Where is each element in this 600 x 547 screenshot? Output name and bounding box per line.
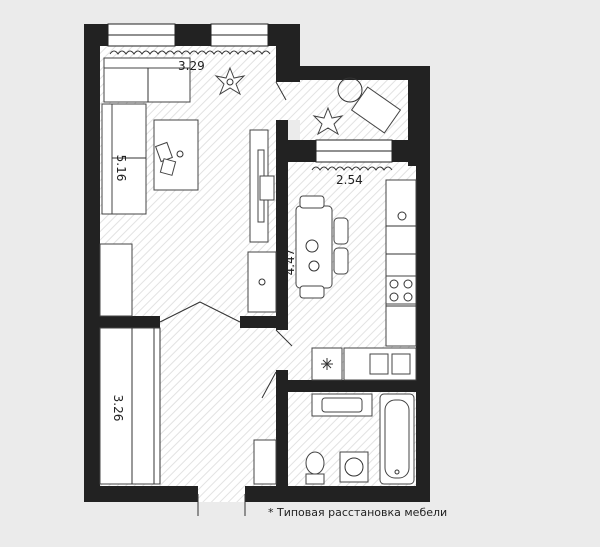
dim-living-length: 5.16 (114, 155, 128, 182)
dim-living-width: 3.29 (178, 59, 205, 73)
dining-table (295, 195, 349, 299)
dim-kitchen-length: 4.47 (283, 249, 297, 276)
balcony-furniture (312, 77, 402, 136)
toilet (305, 451, 325, 485)
coffee-table (153, 119, 199, 191)
dim-balcony-width: 2.54 (336, 173, 363, 187)
doors (159, 81, 293, 516)
curtains (109, 50, 393, 171)
furniture-note: * Типовая расстановка мебели (268, 506, 448, 519)
sofa (103, 57, 191, 103)
snowflake-icon (321, 358, 333, 370)
stove (385, 275, 417, 305)
fridge (311, 347, 343, 381)
walls (84, 23, 430, 502)
kitchen-counter (343, 179, 417, 381)
shoe-bench (253, 439, 277, 485)
armchair-sofa (101, 103, 147, 215)
sink (311, 393, 373, 417)
washing-machine (339, 451, 369, 483)
plant-icon (214, 66, 246, 96)
dim-hall-length: 3.26 (111, 395, 125, 422)
hall-wardrobe (99, 327, 161, 485)
wardrobe-living (99, 243, 133, 317)
tv-unit (249, 129, 275, 243)
bathtub (379, 393, 415, 485)
side-cabinet (247, 251, 277, 313)
